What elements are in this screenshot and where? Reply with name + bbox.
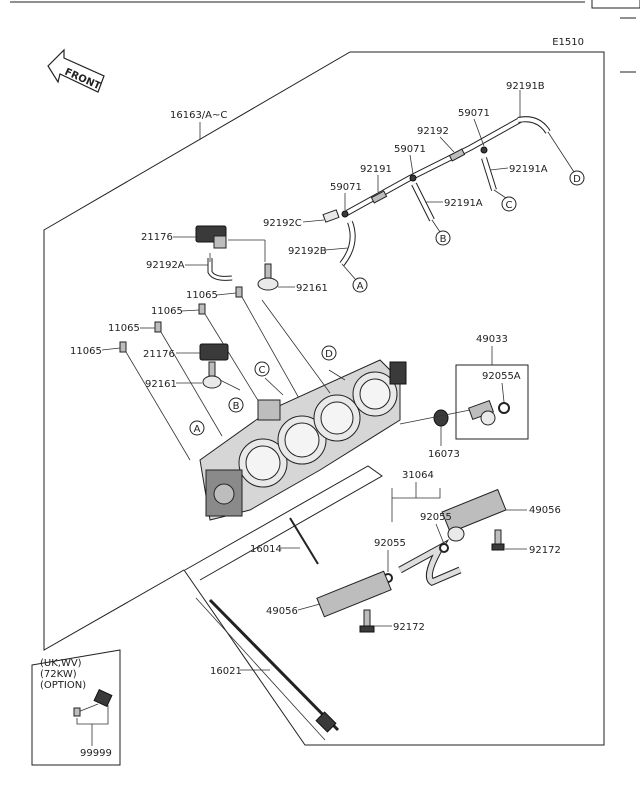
marker-group: A B C D A B C D: [189, 90, 585, 436]
label-99999: 99999: [80, 748, 112, 759]
label-21176-b: 21176: [143, 349, 175, 360]
marker-d-2: D: [325, 349, 333, 360]
assembly-boundary: [43, 51, 605, 746]
label-59071-c: 59071: [330, 182, 362, 193]
label-92172-b: 92172: [393, 622, 425, 633]
cable-assembly: [184, 465, 383, 741]
header-fragment: [10, 0, 640, 73]
label-11065-a: 11065: [186, 290, 218, 301]
label-92055A: 92055A: [482, 371, 521, 382]
label-21176-a: 21176: [141, 232, 173, 243]
fuel-rail-right: [441, 488, 507, 551]
label-31064: 31064: [402, 470, 434, 481]
option-box: (UK,WV) (72KW) (OPTION): [31, 649, 121, 766]
sensor-21176-upper: [195, 225, 279, 291]
option-line-1: (UK,WV): [40, 658, 82, 669]
delivery-pipe-31064: [383, 538, 462, 587]
label-16021: 16021: [210, 666, 242, 677]
label-92172-a: 92172: [529, 545, 561, 556]
label-16163: 16163/A~C: [170, 110, 227, 121]
marker-c-2: C: [259, 365, 266, 376]
marker-b-1: B: [440, 234, 447, 245]
front-arrow-icon: FRONT: [47, 48, 105, 93]
callout-labels: 16163/A~C 92191B 59071 92192 59071 92191…: [70, 81, 561, 759]
label-92191B: 92191B: [506, 81, 545, 92]
marker-c-1: C: [506, 200, 513, 211]
hose-assembly: [322, 116, 551, 266]
marker-a-1: A: [357, 281, 364, 292]
option-line-3: (OPTION): [40, 680, 86, 691]
label-11065-b: 11065: [151, 306, 183, 317]
sensor-21176-lower: [199, 343, 229, 389]
label-11065-d: 11065: [70, 346, 102, 357]
marker-d-1: D: [573, 174, 581, 185]
label-92055-a: 92055: [420, 512, 452, 523]
label-92191A-b: 92191A: [444, 198, 483, 209]
label-92191: 92191: [360, 164, 392, 175]
label-11065-c: 11065: [108, 323, 140, 334]
marker-b-2: B: [233, 401, 240, 412]
label-59071-a: 59071: [458, 108, 490, 119]
fuel-rail-left: [316, 570, 392, 633]
label-49033: 49033: [476, 334, 508, 345]
label-16014: 16014: [250, 544, 282, 555]
sensor-49033: [399, 399, 510, 427]
option-line-2: (72KW): [40, 669, 77, 680]
label-59071-b: 59071: [394, 144, 426, 155]
label-92191A-a: 92191A: [509, 164, 548, 175]
marker-a-2: A: [194, 424, 201, 435]
throttle-body: [199, 359, 407, 521]
diagram-code: E1510: [552, 37, 584, 48]
label-92055-b: 92055: [374, 538, 406, 549]
label-92192B: 92192B: [288, 246, 327, 257]
label-92192: 92192: [417, 126, 449, 137]
label-92192C: 92192C: [263, 218, 302, 229]
label-49056-a: 49056: [529, 505, 561, 516]
label-49056-b: 49056: [266, 606, 298, 617]
leader-lines: [209, 239, 346, 396]
label-16073: 16073: [428, 449, 460, 460]
label-92161-a: 92161: [296, 283, 328, 294]
label-92161-b: 92161: [145, 379, 177, 390]
label-92192A: 92192A: [146, 260, 185, 271]
